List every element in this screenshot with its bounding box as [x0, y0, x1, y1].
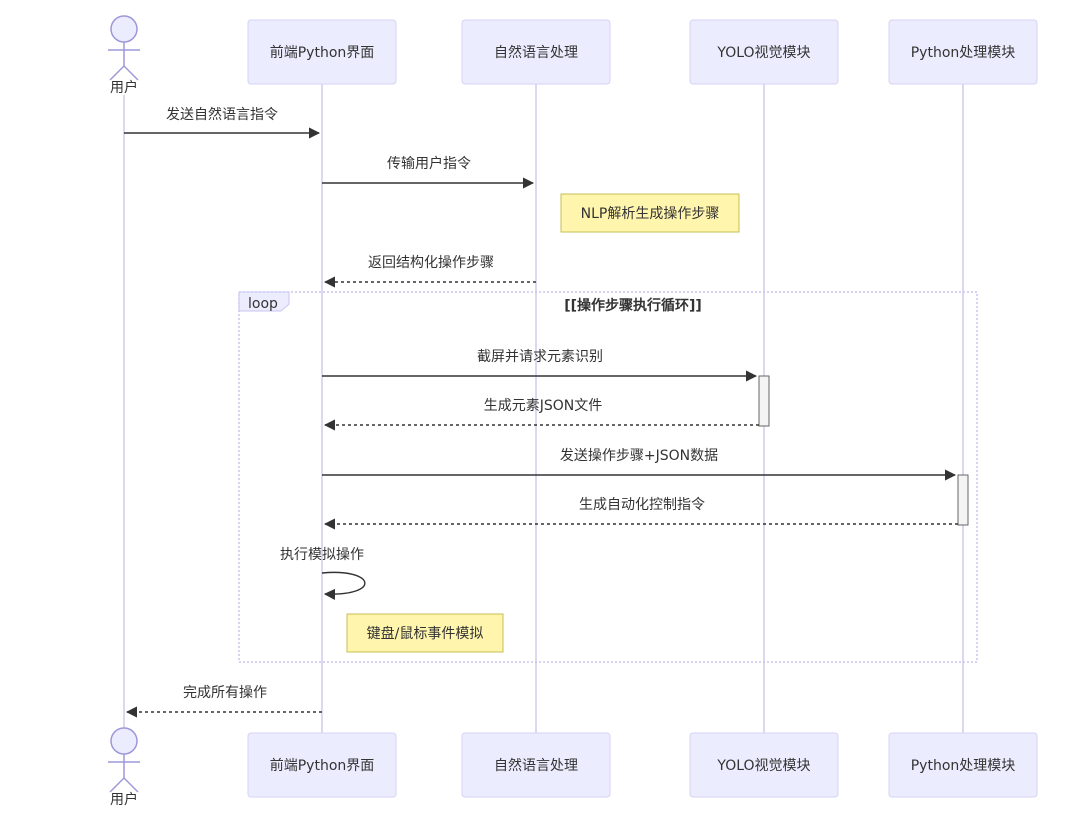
activation-yolo [758, 375, 770, 427]
actor-user-top: 用户 [108, 15, 140, 96]
actor-pymod-top: Python处理模块 [888, 19, 1038, 85]
loop-title: [[操作步骤执行循环]] [564, 297, 702, 314]
note-input-simulation [346, 613, 504, 653]
actor-frontend-label: 前端Python界面 [270, 757, 375, 774]
message-label: 传输用户指令 [387, 155, 471, 172]
actor-nlp-top: 自然语言处理 [461, 19, 611, 85]
message-label: 生成自动化控制指令 [579, 497, 705, 513]
actor-pymod-bottom: Python处理模块 [888, 732, 1038, 798]
message-label: 完成所有操作 [183, 685, 267, 701]
message-label: 执行模拟操作 [280, 547, 364, 563]
actor-yolo-label: YOLO视觉模块 [716, 758, 810, 774]
note-nlp-parse [560, 193, 740, 233]
note-nlp-parse-label: NLP解析生成操作步骤 [581, 206, 720, 222]
actor-yolo-top: YOLO视觉模块 [689, 19, 839, 85]
actor-frontend-label: 前端Python界面 [270, 44, 375, 61]
message-label: 截屏并请求元素识别 [477, 349, 603, 365]
user-head-icon [110, 727, 138, 755]
actor-nlp-bottom: 自然语言处理 [461, 732, 611, 798]
actor-user-label: 用户 [110, 791, 138, 808]
actor-yolo-label: YOLO视觉模块 [716, 45, 810, 61]
message-label: 生成元素JSON文件 [484, 398, 603, 414]
actor-user-bottom: 用户 [108, 727, 140, 808]
loop-label-tab [238, 291, 290, 312]
actor-frontend-bottom: 前端Python界面 [247, 732, 397, 798]
message-label: 发送操作步骤+JSON数据 [560, 448, 718, 464]
actor-pymod-label: Python处理模块 [911, 758, 1016, 774]
message-label: 返回结构化操作步骤 [368, 255, 494, 271]
actor-pymod-label: Python处理模块 [911, 45, 1016, 61]
loop-keyword: loop [248, 296, 278, 312]
user-head-icon [110, 15, 138, 43]
actor-yolo-bottom: YOLO视觉模块 [689, 732, 839, 798]
actor-frontend-top: 前端Python界面 [247, 19, 397, 85]
actor-nlp-label: 自然语言处理 [494, 757, 578, 774]
actor-user-label: 用户 [110, 79, 138, 96]
note-input-simulation-label: 键盘/鼠标事件模拟 [367, 625, 484, 642]
actor-nlp-label: 自然语言处理 [494, 44, 578, 61]
activation-pymod [957, 474, 969, 526]
loop-frame [238, 291, 978, 663]
message-label: 发送自然语言指令 [166, 106, 278, 123]
self-call-arrow [321, 571, 366, 600]
